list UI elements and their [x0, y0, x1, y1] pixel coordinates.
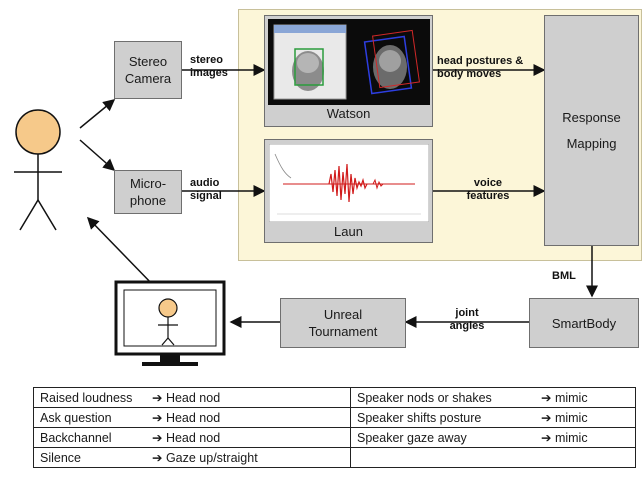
arrow-icon: ➔	[152, 411, 166, 425]
smartbody-box: SmartBody	[529, 298, 639, 348]
rule-action: mimic	[554, 431, 588, 445]
rule-action: Gaze up/straight	[165, 451, 258, 465]
joint-angles-label: joint angles	[449, 307, 485, 332]
arrow-user-to-camera	[79, 99, 116, 129]
watson-caption: Watson	[326, 106, 371, 121]
arrow-icon: ➔	[152, 451, 166, 465]
arrow-icon: ➔	[541, 391, 555, 405]
rule-action: mimic	[554, 411, 588, 425]
empty-cell	[350, 447, 636, 468]
watson-face-tracking-image	[267, 19, 430, 105]
arrow-icon: ➔	[152, 391, 166, 405]
rule-action: mimic	[554, 391, 588, 405]
table-row: Backchannel ➔ Head nod Speaker gaze away ➔…	[33, 427, 636, 448]
rule-condition: Backchannel	[40, 431, 112, 445]
bml-label: BML	[552, 270, 576, 282]
arrow-monitor-to-user	[86, 216, 157, 289]
table-row: Ask question ➔ Head nod Speaker shifts po…	[33, 407, 636, 428]
arrow-user-to-mic	[79, 139, 116, 171]
voice-features-label: voice features	[466, 177, 510, 202]
microphone-label: Micro-phone	[129, 176, 167, 208]
head-postures-label: head postures & body moves	[437, 55, 524, 80]
rule-condition: Ask question	[40, 411, 112, 425]
audio-signal-label: audio signal	[190, 177, 222, 202]
rule-condition: Raised loudness	[40, 391, 133, 405]
laun-waveform-image	[268, 144, 429, 222]
rule-action: Head nod	[165, 411, 221, 425]
response-rules-table: Raised loudness ➔ Head nod Speaker nods o…	[33, 387, 636, 468]
unreal-tournament-box: Unreal Tournament	[280, 298, 406, 348]
rule-condition: Silence	[40, 451, 81, 465]
stereo-camera-box: Stereo Camera	[114, 41, 182, 99]
user-figure	[14, 109, 62, 231]
table-row: Raised loudness ➔ Head nod Speaker nods o…	[33, 387, 636, 408]
rule-condition: Speaker gaze away	[357, 431, 467, 445]
smartbody-label: SmartBody	[551, 315, 617, 331]
rule-action: Head nod	[165, 431, 221, 445]
response-mapping-label: Response Mapping	[562, 109, 621, 151]
unreal-tournament-label: Unreal Tournament	[308, 307, 378, 339]
microphone-box: Micro-phone	[114, 170, 182, 214]
arrow-icon: ➔	[541, 411, 555, 425]
table-row: Silence ➔ Gaze up/straight	[33, 447, 636, 468]
laun-panel	[264, 139, 433, 243]
rule-condition: Speaker nods or shakes	[357, 391, 492, 405]
rule-action: Head nod	[165, 391, 221, 405]
response-mapping-box: Response Mapping	[544, 15, 639, 246]
monitor-icon	[114, 280, 226, 366]
arrow-icon: ➔	[541, 431, 555, 445]
stereo-images-label: stereo images	[190, 54, 228, 79]
stereo-camera-label: Stereo Camera	[124, 54, 172, 86]
arrow-icon: ➔	[152, 431, 166, 445]
watson-panel	[264, 15, 433, 127]
rule-condition: Speaker shifts posture	[357, 411, 482, 425]
laun-caption: Laun	[334, 224, 363, 239]
